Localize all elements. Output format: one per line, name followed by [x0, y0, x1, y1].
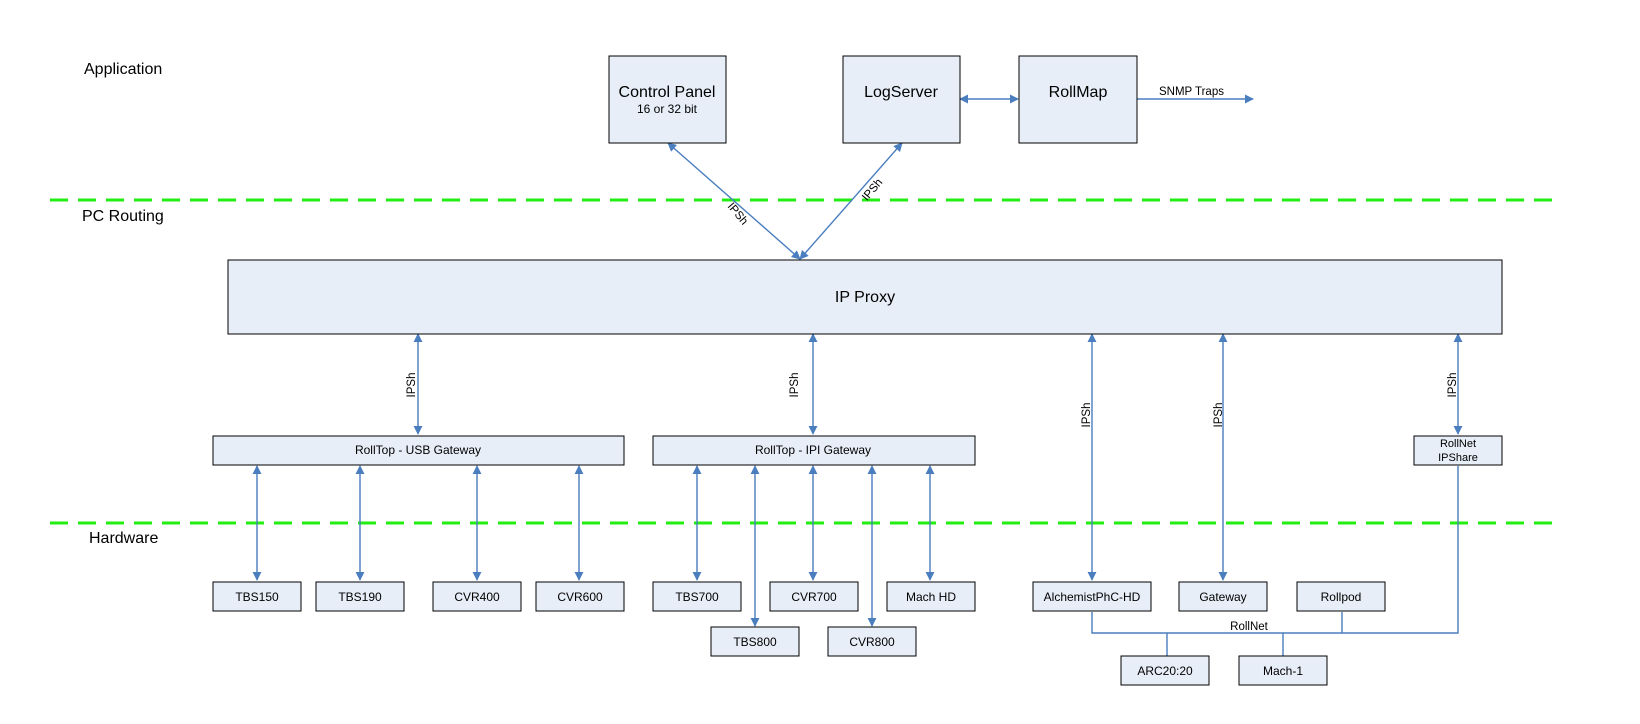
ipsh-label-ipshare: IPSh — [1447, 373, 1459, 398]
usb-gateway-node[interactable]: RollTop - USB Gateway — [212, 435, 625, 466]
logserver-node[interactable]: LogServer — [842, 55, 961, 144]
device-gateway-label: Gateway — [1199, 590, 1246, 604]
device-arc2020-label: ARC20:20 — [1137, 664, 1193, 678]
rollmap-node[interactable]: RollMap — [1018, 55, 1138, 144]
device-arc2020[interactable]: ARC20:20 — [1120, 655, 1210, 686]
rollnet-ipshare-node[interactable]: RollNet IPShare — [1413, 435, 1503, 466]
device-cvr400[interactable]: CVR400 — [432, 581, 522, 612]
ipsh-label-alchemist: IPSh — [1081, 403, 1093, 428]
connector-proxy-logserver — [799, 142, 903, 260]
connector-proxy-controlpanel — [667, 142, 801, 260]
layer-label-pc-routing: PC Routing — [82, 208, 164, 225]
ip-proxy-label: IP Proxy — [835, 289, 895, 306]
device-alchemist[interactable]: AlchemistPhC-HD — [1032, 581, 1152, 612]
control-panel-title: Control Panel — [619, 84, 716, 101]
device-tbs190-label: TBS190 — [338, 590, 382, 604]
layer-label-hardware: Hardware — [89, 530, 158, 547]
device-mach-hd[interactable]: Mach HD — [886, 581, 976, 612]
ipsh-label-usb: IPSh — [406, 373, 418, 398]
device-cvr800-label: CVR800 — [849, 635, 895, 649]
device-rollpod-label: Rollpod — [1321, 590, 1362, 604]
ipi-gateway-node[interactable]: RollTop - IPI Gateway — [652, 435, 976, 466]
device-cvr800[interactable]: CVR800 — [827, 626, 917, 657]
device-cvr600[interactable]: CVR600 — [535, 581, 625, 612]
control-panel-node[interactable]: Control Panel 16 or 32 bit — [608, 55, 727, 144]
ipsh-label-controlpanel: IPSh — [725, 201, 750, 228]
device-cvr400-label: CVR400 — [454, 590, 500, 604]
rollnet-bus-label: RollNet — [1230, 621, 1269, 633]
device-tbs150-label: TBS150 — [235, 590, 279, 604]
ipsh-label-ipi: IPSh — [789, 373, 801, 398]
device-tbs190[interactable]: TBS190 — [315, 581, 405, 612]
device-alchemist-label: AlchemistPhC-HD — [1044, 590, 1141, 604]
device-tbs700-label: TBS700 — [675, 590, 719, 604]
rollnet-bus — [1091, 466, 1459, 634]
usb-gateway-label: RollTop - USB Gateway — [355, 443, 481, 457]
device-tbs700[interactable]: TBS700 — [652, 581, 742, 612]
device-mach1-label: Mach-1 — [1263, 664, 1303, 678]
rollnet-ipshare-line2: IPShare — [1438, 452, 1478, 464]
rollnet-ipshare-line1: RollNet — [1440, 438, 1476, 450]
control-panel-subtitle: 16 or 32 bit — [637, 102, 698, 116]
ipi-gateway-label: RollTop - IPI Gateway — [755, 443, 871, 457]
device-tbs150[interactable]: TBS150 — [212, 581, 302, 612]
device-mach1[interactable]: Mach-1 — [1238, 655, 1328, 686]
rollmap-label: RollMap — [1049, 84, 1108, 101]
connectors — [252, 94, 1463, 656]
device-cvr700[interactable]: CVR700 — [769, 581, 859, 612]
logserver-label: LogServer — [864, 84, 938, 101]
device-cvr600-label: CVR600 — [557, 590, 603, 604]
device-rollpod[interactable]: Rollpod — [1296, 581, 1386, 612]
device-tbs800[interactable]: TBS800 — [710, 626, 800, 657]
ip-proxy-node[interactable]: IP Proxy — [227, 259, 1503, 335]
device-tbs800-label: TBS800 — [733, 635, 777, 649]
ipsh-label-gateway: IPSh — [1213, 403, 1225, 428]
device-mach-hd-label: Mach HD — [906, 590, 956, 604]
device-cvr700-label: CVR700 — [791, 590, 837, 604]
layer-label-application: Application — [84, 61, 162, 78]
snmp-traps-label: SNMP Traps — [1159, 86, 1224, 98]
device-gateway[interactable]: Gateway — [1178, 581, 1268, 612]
